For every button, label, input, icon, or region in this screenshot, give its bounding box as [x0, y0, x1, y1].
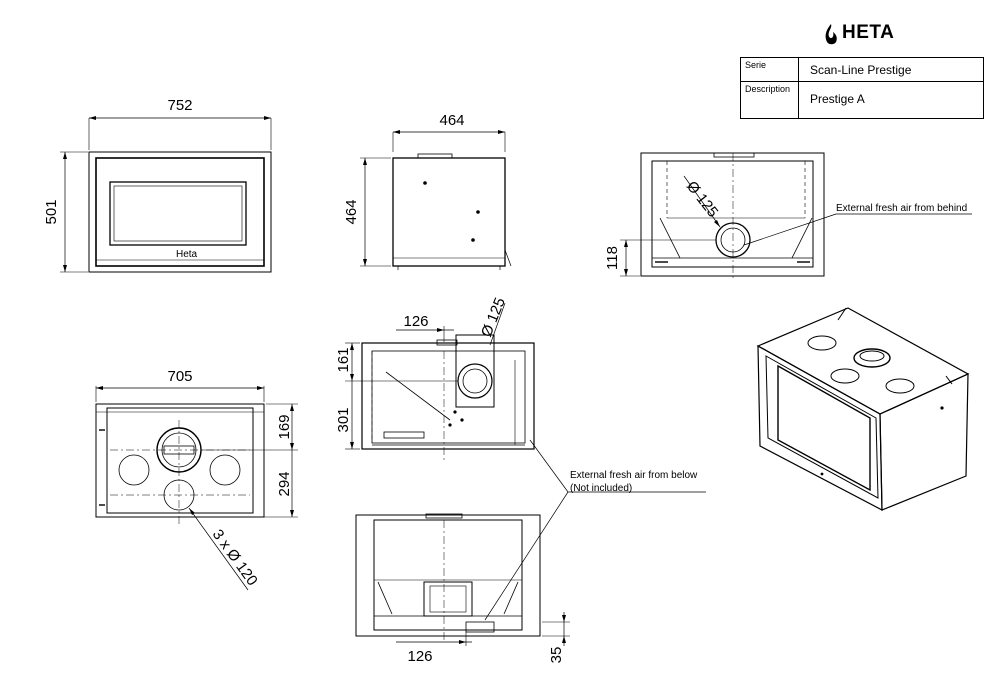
section-duct-diameter-label: Ø 125: [478, 295, 509, 339]
front-width-label: 752: [167, 97, 192, 114]
serie-label: Serie: [741, 58, 799, 81]
rear-duct-height-label: 118: [604, 246, 621, 270]
section-height-1-label: 161: [335, 347, 352, 372]
top-width-label: 705: [167, 368, 192, 385]
flame-icon: [825, 24, 837, 45]
not-included-note: (Not included): [570, 483, 632, 494]
section-view: 126 Ø 125 161 301 External fresh air fro…: [335, 295, 706, 621]
bottom-offset-label: 126: [407, 648, 432, 665]
brand-logo-text: HETA: [842, 22, 895, 43]
side-width-label: 464: [439, 112, 464, 129]
top-view: 705 169 294 3 x Ø 120: [95, 368, 298, 591]
brand-logo: HETA: [822, 22, 894, 44]
top-holes-label: 3 x Ø 120: [209, 526, 261, 589]
title-block: Serie Scan-Line Prestige Description Pre…: [740, 57, 984, 119]
rear-view: Ø 125 118 External fresh air from behind: [604, 152, 972, 280]
bottom-view: 126 35: [355, 513, 570, 665]
rear-duct-diameter-label: Ø 125: [683, 178, 722, 221]
side-height-label: 464: [343, 199, 360, 224]
front-view: Heta 752 501: [43, 97, 272, 273]
isometric-view: [756, 307, 970, 512]
serie-value: Scan-Line Prestige: [810, 63, 912, 77]
top-offset-1-label: 169: [276, 414, 293, 439]
top-offset-2-label: 294: [276, 471, 293, 496]
fresh-air-behind-note: External fresh air from behind: [836, 203, 967, 214]
description-row: Description Prestige A: [741, 82, 983, 119]
fresh-air-below-note: External fresh air from below: [570, 470, 698, 481]
description-label: Description: [741, 82, 799, 119]
section-offset-label: 126: [403, 313, 428, 330]
front-height-label: 501: [43, 199, 60, 224]
serie-row: Serie Scan-Line Prestige: [741, 58, 983, 82]
description-value: Prestige A: [810, 92, 865, 106]
section-height-2-label: 301: [335, 407, 352, 432]
front-nameplate: Heta: [176, 249, 198, 260]
side-view: 464 464: [343, 112, 512, 270]
bottom-height-label: 35: [548, 647, 565, 664]
